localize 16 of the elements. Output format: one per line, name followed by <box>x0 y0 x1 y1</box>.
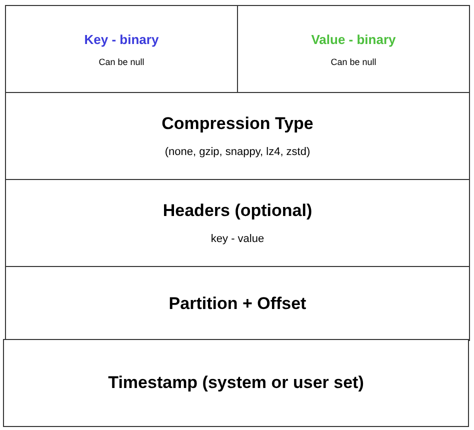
record-field-box <box>237 5 470 93</box>
field-note: Can be null <box>330 56 376 66</box>
record-field-box <box>3 339 469 427</box>
field-note: Can be null <box>98 56 144 66</box>
field-note: key - value <box>210 233 264 245</box>
field-title: Value - binary <box>311 32 396 46</box>
field-title: Headers (optional) <box>162 201 312 221</box>
record-field-box <box>5 92 470 180</box>
field-title: Compression Type <box>162 114 314 134</box>
record-field-box <box>5 179 470 267</box>
field-title: Key - binary <box>84 32 159 46</box>
record-field-box <box>5 5 238 93</box>
field-title: Timestamp (system or user set) <box>108 373 364 393</box>
field-title: Partition + Offset <box>168 294 306 314</box>
record-field-box <box>5 266 470 341</box>
field-note: (none, gzip, snappy, lz4, zstd) <box>164 146 310 158</box>
